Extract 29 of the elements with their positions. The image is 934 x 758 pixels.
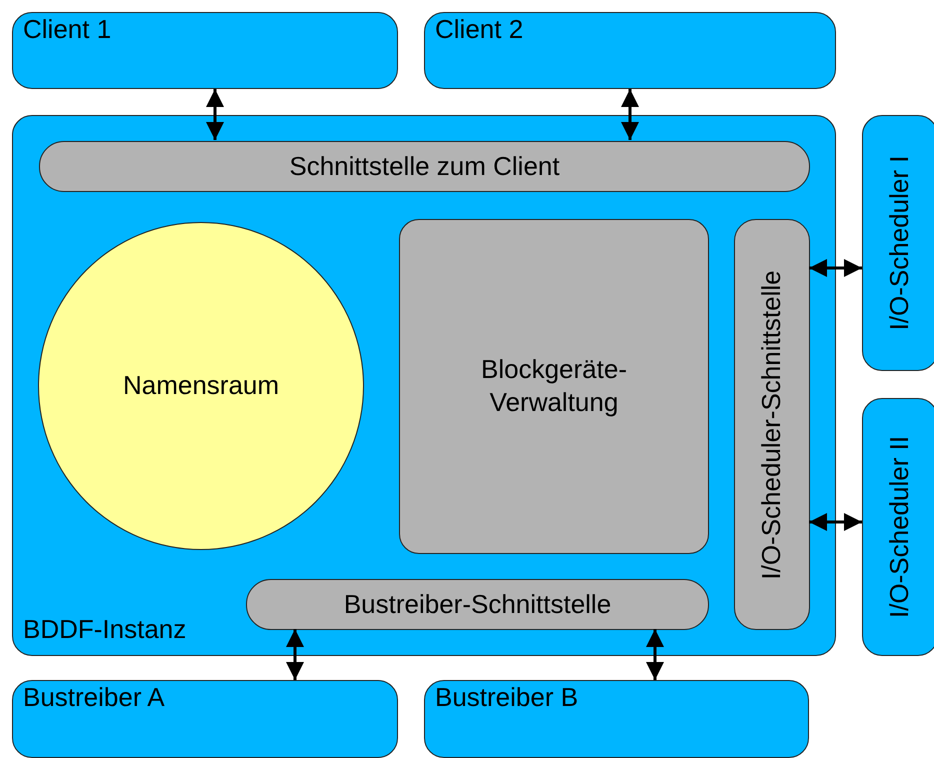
node-label: I/O-Scheduler I (885, 156, 915, 330)
scheduler-box (862, 398, 934, 656)
double-arrow (621, 89, 639, 140)
driver-box (424, 680, 809, 758)
node-label: Bustreiber A (23, 683, 165, 713)
interface-bar (39, 141, 810, 192)
node-label: Namensraum (122, 371, 280, 401)
client-box (424, 12, 836, 89)
interface-bar (734, 219, 810, 630)
double-arrow (646, 629, 664, 680)
node-label: Schnittstelle zum Client (289, 152, 560, 182)
node-label: Client 1 (23, 15, 112, 45)
scheduler-box (862, 115, 934, 371)
node-label: Blockgeräte-Verwaltung (480, 352, 628, 420)
double-arrow (206, 89, 224, 140)
node-label: BDDF-Instanz (23, 615, 186, 645)
client-box (12, 12, 398, 89)
node-label: Bustreiber B (435, 683, 578, 713)
interface-bar (246, 579, 709, 630)
driver-box (12, 680, 398, 758)
node-label: I/O-Scheduler II (885, 436, 915, 618)
double-arrow (809, 259, 862, 277)
node-label: Bustreiber-Schnittstelle (344, 590, 612, 620)
node-label: I/O-Scheduler-Schnittstelle (757, 270, 787, 580)
double-arrow (809, 513, 862, 531)
double-arrow (286, 629, 304, 680)
node-label: Client 2 (435, 15, 524, 45)
instance-container (12, 115, 836, 656)
process-box (399, 219, 709, 554)
